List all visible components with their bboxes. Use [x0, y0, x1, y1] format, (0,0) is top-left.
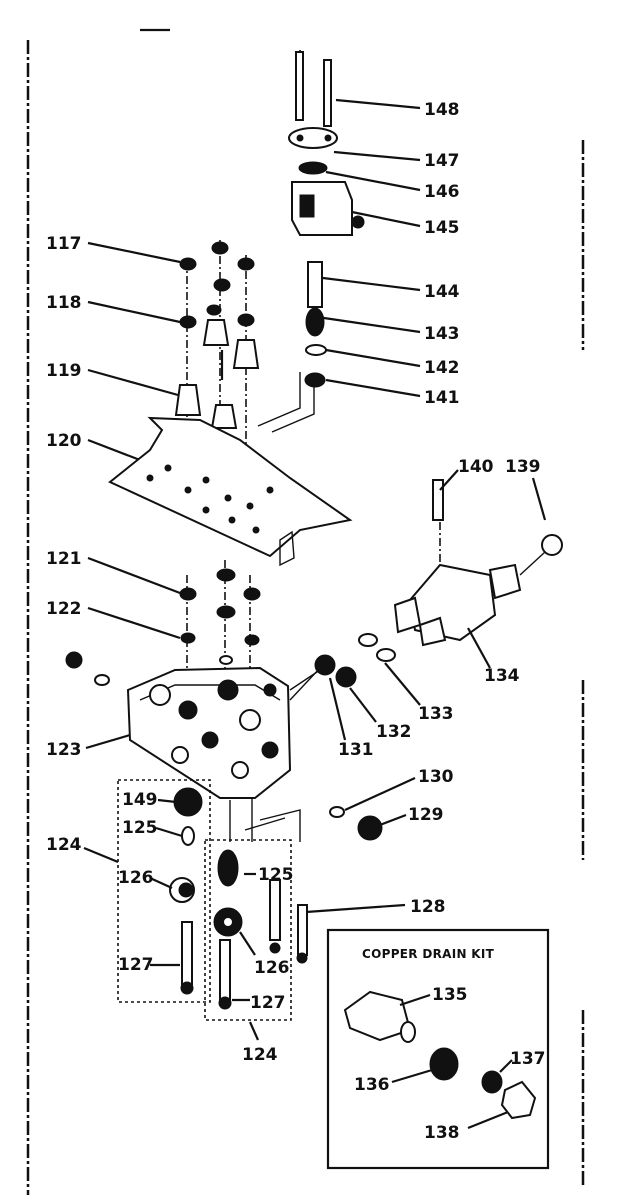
label-140: 140 [458, 457, 494, 477]
label-124-left: 124 [46, 835, 82, 855]
seat-119 [174, 384, 202, 416]
label-137: 137 [510, 1049, 546, 1069]
leader-lines-top-right [322, 98, 421, 398]
label-138: 138 [424, 1123, 460, 1143]
leader-lines-left [85, 241, 181, 750]
label-123: 123 [46, 740, 82, 760]
label-147: 147 [424, 151, 460, 171]
lower-gaskets [179, 560, 261, 680]
label-135: 135 [432, 985, 468, 1005]
label-126-left: 126 [118, 868, 154, 888]
label-149: 149 [122, 790, 158, 810]
label-133: 133 [418, 704, 454, 724]
label-144: 144 [424, 282, 460, 302]
label-143: 143 [424, 324, 460, 344]
plate-147 [288, 127, 338, 149]
spring-143 [305, 307, 325, 337]
screw-148-left [295, 51, 304, 121]
label-141: 141 [424, 388, 460, 408]
label-139: 139 [505, 457, 541, 477]
top-valve-stack [288, 50, 365, 388]
assembly-124-left [117, 779, 211, 1003]
label-127-right: 127 [250, 993, 286, 1013]
scan-edge-marks [26, 28, 585, 1195]
label-134: 134 [484, 666, 520, 686]
label-124-right: 124 [242, 1045, 278, 1065]
seat-stacks [174, 240, 260, 480]
label-132: 132 [376, 722, 412, 742]
rod-128 [297, 904, 308, 956]
label-122: 122 [46, 599, 82, 619]
label-121: 121 [46, 549, 82, 569]
screw-148-right [323, 59, 332, 127]
leader-lines-lower-left [83, 798, 406, 1041]
label-136: 136 [354, 1075, 390, 1095]
leader-lines-mid-right [328, 469, 547, 827]
washer-142 [305, 344, 327, 356]
plate-holes [146, 464, 274, 534]
label-129: 129 [408, 805, 444, 825]
label-117: 117 [46, 234, 82, 254]
valve-body-123 [65, 651, 321, 799]
part-number-labels: 148 147 146 145 144 143 142 141 117 118 … [46, 100, 546, 1143]
label-125-right: 125 [258, 865, 294, 885]
fitting-134 [289, 479, 563, 701]
stem-144 [307, 261, 323, 308]
label-118: 118 [46, 293, 82, 313]
label-130: 130 [418, 767, 454, 787]
label-145: 145 [424, 218, 460, 238]
cap-129 [357, 815, 383, 841]
label-127-left: 127 [118, 955, 154, 975]
seal-141 [304, 372, 326, 388]
label-120: 120 [46, 431, 82, 451]
label-125-left: 125 [122, 818, 158, 838]
label-142: 142 [424, 358, 460, 378]
copper-drain-kit-box [326, 928, 550, 1170]
label-131: 131 [338, 740, 374, 760]
label-119: 119 [46, 361, 82, 381]
kit-title: COPPER DRAIN KIT [362, 947, 495, 961]
assembly-124-right [204, 798, 308, 1021]
oring-130 [329, 806, 345, 818]
label-126-right: 126 [254, 958, 290, 978]
label-128: 128 [410, 897, 446, 917]
plate-120 [108, 372, 353, 567]
label-148: 148 [424, 100, 460, 120]
gasket-146 [298, 161, 328, 175]
label-146: 146 [424, 182, 460, 202]
